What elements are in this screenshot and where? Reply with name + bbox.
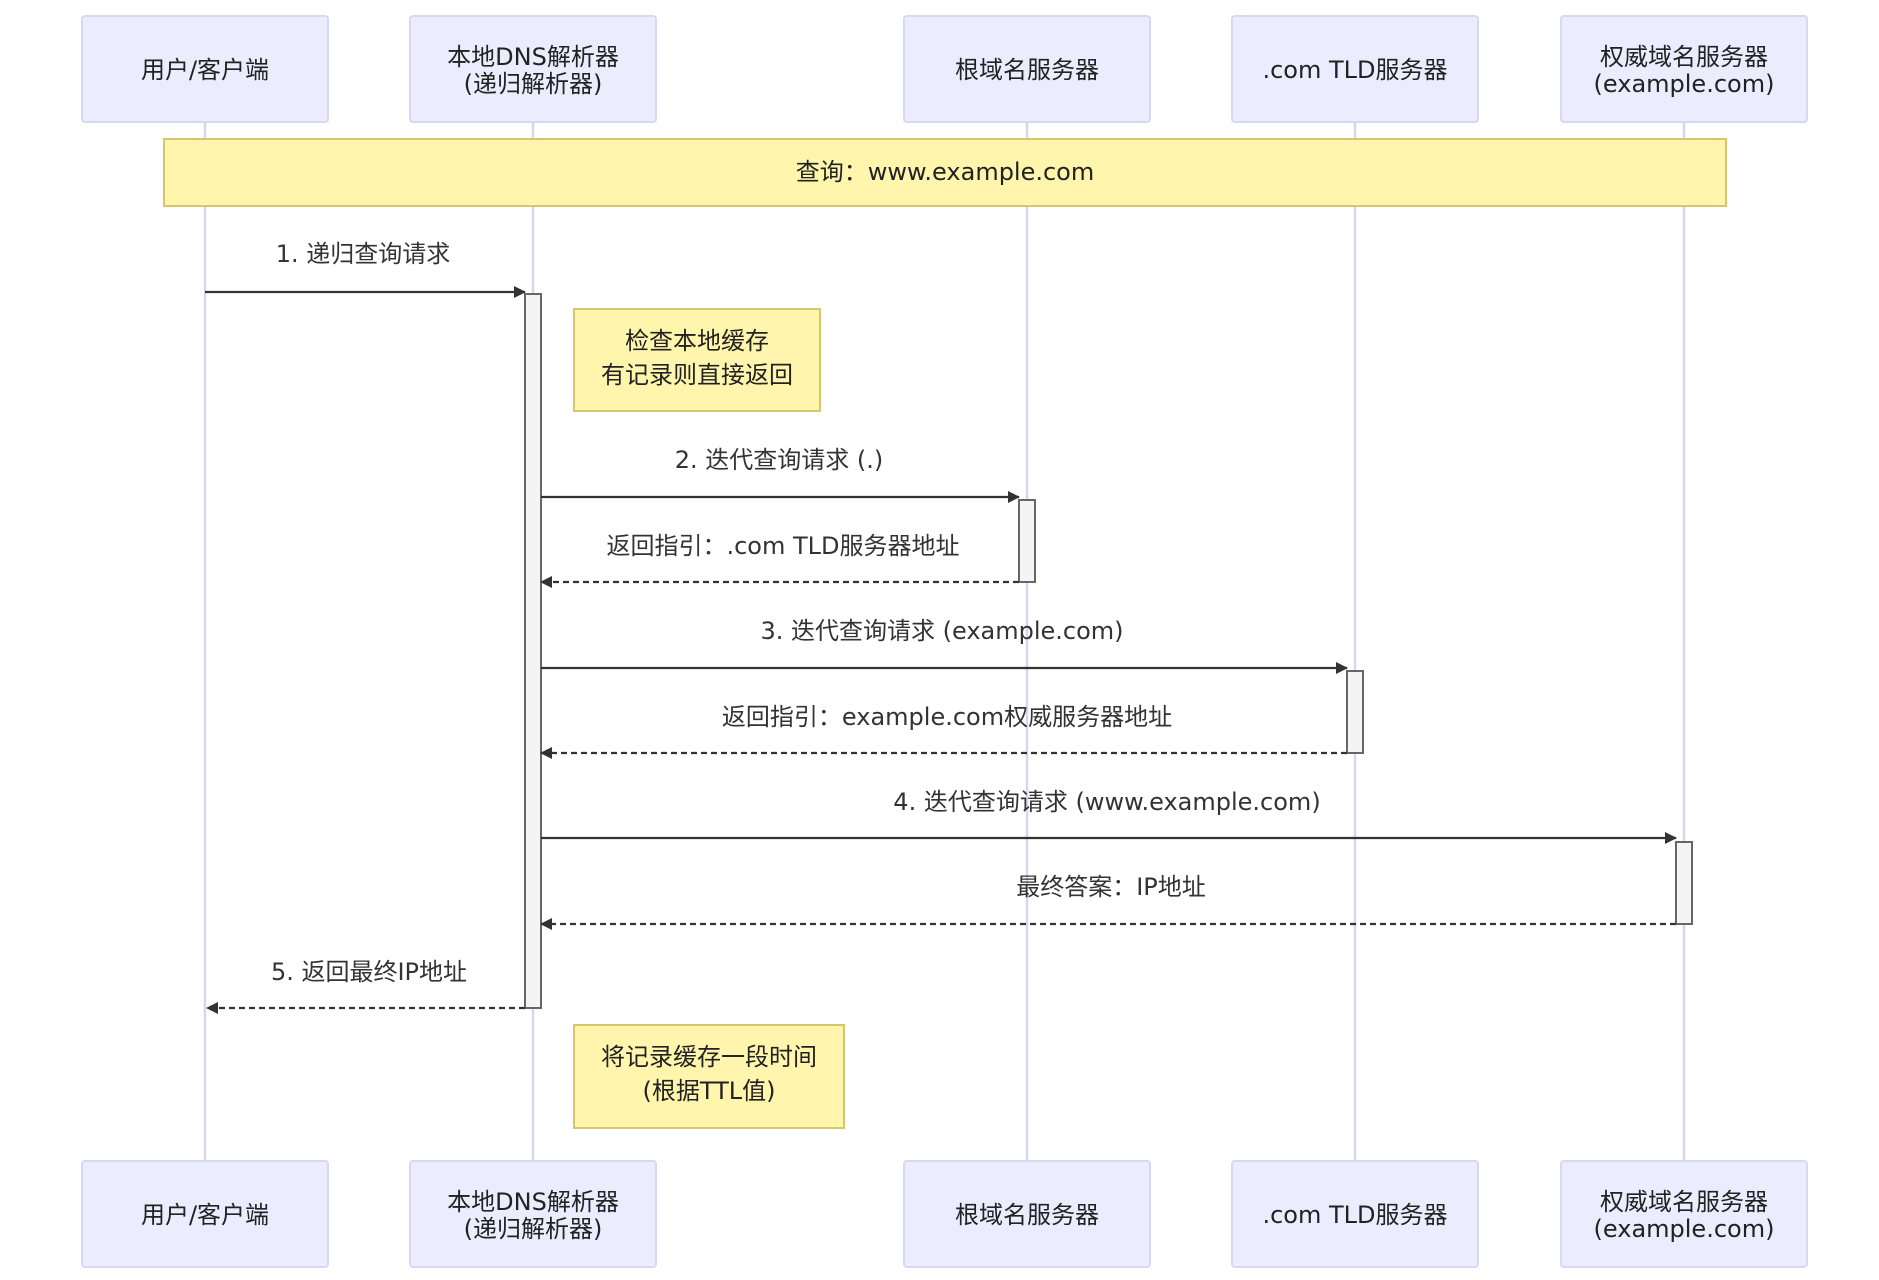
note-line: 将记录缓存一段时间: [601, 1043, 817, 1071]
actor-label: 根域名服务器: [955, 1201, 1099, 1229]
actor-client-top: 用户/客户端: [81, 15, 329, 123]
actor-auth-bottom: 权威域名服务器 (example.com): [1560, 1160, 1808, 1268]
message-label: 返回指引：.com TLD服务器地址: [606, 532, 959, 560]
actor-sublabel: (递归解析器): [464, 1215, 603, 1243]
actor-label: 本地DNS解析器: [447, 1188, 619, 1216]
actor-label: 权威域名服务器: [1600, 43, 1768, 71]
actor-label: .com TLD服务器: [1262, 1201, 1447, 1229]
actor-tld-top: .com TLD服务器: [1231, 15, 1479, 123]
message-label: 最终答案：IP地址: [1016, 873, 1206, 901]
actor-label: 根域名服务器: [955, 56, 1099, 84]
actor-label: 本地DNS解析器: [447, 43, 619, 71]
actor-sublabel: (递归解析器): [464, 70, 603, 98]
actor-label: 用户/客户端: [141, 56, 269, 84]
actor-tld-bottom: .com TLD服务器: [1231, 1160, 1479, 1268]
actor-local-top: 本地DNS解析器 (递归解析器): [409, 15, 657, 123]
actor-root-bottom: 根域名服务器: [903, 1160, 1151, 1268]
message-label: 3. 迭代查询请求 (example.com): [760, 617, 1123, 645]
actor-label: .com TLD服务器: [1262, 56, 1447, 84]
actor-client-bottom: 用户/客户端: [81, 1160, 329, 1268]
message-label: 5. 返回最终IP地址: [271, 958, 467, 986]
cache-check-note: 检查本地缓存 有记录则直接返回: [573, 308, 821, 412]
actor-label: 权威域名服务器: [1600, 1188, 1768, 1216]
cache-store-note: 将记录缓存一段时间 (根据TTL值): [573, 1024, 845, 1129]
banner-text: 查询：www.example.com: [796, 158, 1095, 186]
activation-local: [524, 293, 542, 1009]
actor-root-top: 根域名服务器: [903, 15, 1151, 123]
message-label: 返回指引：example.com权威服务器地址: [722, 703, 1172, 731]
actor-sublabel: (example.com): [1594, 1215, 1775, 1243]
activation-root: [1018, 499, 1036, 583]
note-line: 检查本地缓存: [625, 327, 769, 355]
activation-auth: [1675, 841, 1693, 925]
activation-tld: [1346, 670, 1364, 754]
note-line: 有记录则直接返回: [601, 361, 793, 389]
message-label: 2. 迭代查询请求 (.): [675, 446, 884, 474]
actor-auth-top: 权威域名服务器 (example.com): [1560, 15, 1808, 123]
message-label: 1. 递归查询请求: [276, 240, 451, 268]
note-line: (根据TTL值): [643, 1077, 776, 1105]
actor-label: 用户/客户端: [141, 1201, 269, 1229]
actor-sublabel: (example.com): [1594, 70, 1775, 98]
query-banner-note: 查询：www.example.com: [163, 138, 1727, 207]
actor-local-bottom: 本地DNS解析器 (递归解析器): [409, 1160, 657, 1268]
message-label: 4. 迭代查询请求 (www.example.com): [893, 788, 1320, 816]
